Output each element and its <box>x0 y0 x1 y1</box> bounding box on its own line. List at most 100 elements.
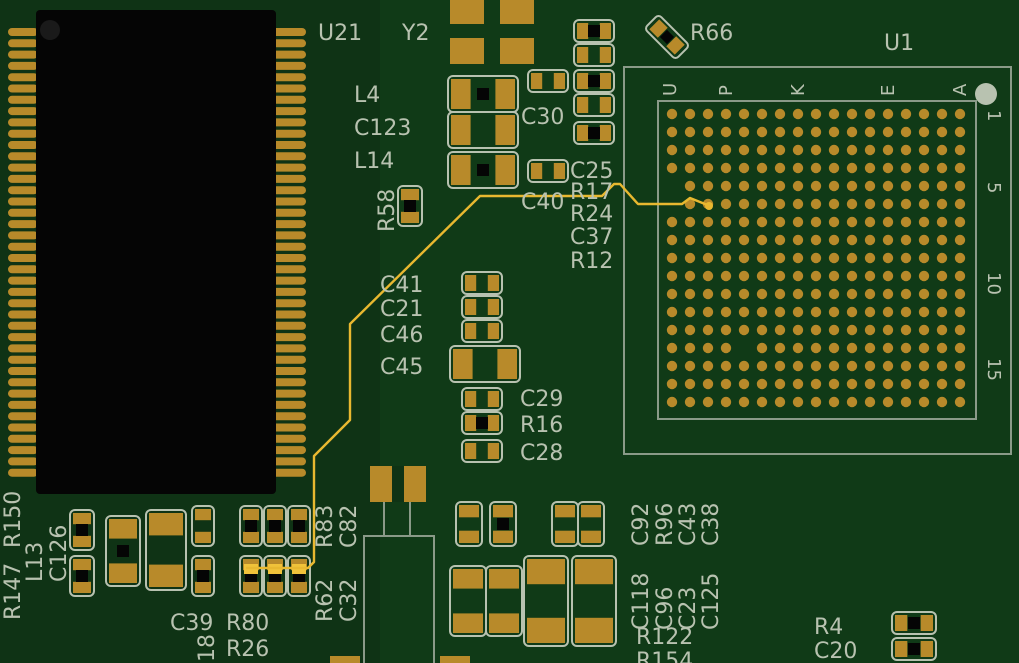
smd-part[interactable] <box>263 505 287 547</box>
capacitor-c20[interactable] <box>891 637 937 661</box>
smd-part[interactable] <box>573 19 615 43</box>
bga-ball <box>864 234 876 246</box>
u21-pin <box>8 457 38 466</box>
label-r96: R96 <box>653 503 678 546</box>
smd-part[interactable] <box>573 121 615 145</box>
smd-part[interactable] <box>489 501 517 547</box>
bga-ball <box>684 288 696 300</box>
bga-ball <box>900 234 912 246</box>
bga-ball <box>810 234 822 246</box>
bga-ball <box>954 162 966 174</box>
smd-part[interactable] <box>573 69 615 93</box>
smd-part[interactable] <box>461 271 503 295</box>
u21-pin <box>8 434 38 443</box>
label-c20: C20 <box>814 639 857 663</box>
bga-ball <box>828 342 840 354</box>
bga-ball <box>702 252 714 264</box>
bga-ball <box>792 396 804 408</box>
bga-ball <box>792 234 804 246</box>
bga-ball <box>792 324 804 336</box>
capacitor-c30[interactable] <box>527 69 569 93</box>
u21-pin <box>272 276 306 285</box>
routed-trace[interactable] <box>246 182 711 570</box>
smd-part[interactable] <box>461 387 503 411</box>
smd-part[interactable] <box>571 555 617 647</box>
smd-part[interactable] <box>461 411 503 435</box>
u21-pin <box>8 95 38 104</box>
inductor-large[interactable] <box>105 515 141 587</box>
bga-ball <box>918 342 930 354</box>
bga-ball <box>936 360 948 372</box>
bga-ball <box>756 342 768 354</box>
bga-ball <box>792 306 804 318</box>
bga-ball <box>792 180 804 192</box>
bga-ball <box>918 252 930 264</box>
bga-u1[interactable] <box>623 66 1012 455</box>
u21-pin <box>272 344 306 353</box>
smd-part[interactable] <box>287 505 311 547</box>
smd-part[interactable] <box>485 565 523 637</box>
bga-ball <box>738 360 750 372</box>
resistor-r4[interactable] <box>891 611 937 635</box>
label-r147: R147 <box>1 563 26 620</box>
bga-ball <box>756 234 768 246</box>
connector-outline <box>363 535 435 663</box>
smd-part[interactable] <box>551 501 579 547</box>
label-y2: Y2 <box>401 21 429 46</box>
bga-ball <box>936 216 948 228</box>
smd-part[interactable] <box>191 555 215 597</box>
smd-part[interactable] <box>449 565 487 637</box>
bga-ball <box>828 180 840 192</box>
smd-part[interactable] <box>239 505 263 547</box>
capacitor-c40[interactable] <box>527 159 569 183</box>
bga-ball <box>864 270 876 282</box>
u21-pin <box>8 242 38 251</box>
bga-ball <box>720 198 732 210</box>
bga-ball <box>900 288 912 300</box>
smd-part[interactable] <box>573 93 615 117</box>
bga-ball <box>828 360 840 372</box>
bga-ball <box>792 270 804 282</box>
smd-part[interactable] <box>523 555 569 647</box>
label-r4: R4 <box>814 615 843 640</box>
label-c125: C125 <box>699 573 724 630</box>
bga-ball <box>828 162 840 174</box>
bga-ball <box>702 144 714 156</box>
u21-pin <box>8 378 38 387</box>
u21-pin <box>272 174 306 183</box>
bga-ball <box>828 378 840 390</box>
bga-ball <box>810 180 822 192</box>
bga-ball <box>810 342 822 354</box>
ic-u21[interactable] <box>8 10 306 494</box>
crystal-y2[interactable] <box>450 0 534 64</box>
bga-ball <box>738 216 750 228</box>
label-c37: C37 <box>570 225 613 250</box>
bga-ball <box>954 342 966 354</box>
smd-part[interactable] <box>461 319 503 343</box>
capacitor-large[interactable] <box>145 509 187 591</box>
resistor-r58[interactable] <box>397 185 423 227</box>
bga-ball <box>774 252 786 264</box>
inductor-l13[interactable] <box>69 555 95 597</box>
bga-ball <box>900 126 912 138</box>
u21-pin <box>8 400 38 409</box>
u21-pin <box>272 265 306 274</box>
smd-part[interactable] <box>577 501 605 547</box>
inductor-l14[interactable] <box>447 151 519 189</box>
label-r122: R122 <box>636 625 693 650</box>
bga-ball <box>666 126 678 138</box>
smd-part[interactable] <box>573 43 615 67</box>
smd-part[interactable] <box>455 501 483 547</box>
bga-ball <box>666 252 678 264</box>
bga-ball <box>864 216 876 228</box>
smd-part[interactable] <box>461 295 503 319</box>
smd-part[interactable] <box>461 439 503 463</box>
capacitor-c123[interactable] <box>447 111 519 149</box>
capacitor-c126[interactable] <box>69 509 95 551</box>
capacitor-c45[interactable] <box>449 345 521 383</box>
label-c29: C29 <box>520 387 563 412</box>
u21-pin <box>272 310 306 319</box>
resistor-r66[interactable] <box>644 14 689 59</box>
bga-ball <box>720 270 732 282</box>
smd-part[interactable] <box>191 505 215 547</box>
